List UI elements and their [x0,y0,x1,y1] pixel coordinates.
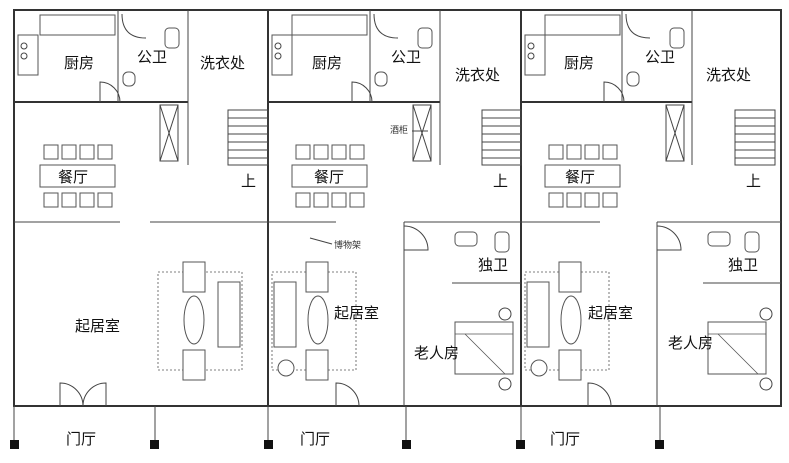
public-bath-label: 公卫 [645,48,675,66]
entrance-label: 门厅 [66,430,96,448]
room-labels: 厨房 公卫 洗衣处 餐厅 上 起居室 门厅 厨房 公卫 洗衣处 餐厅 上 起居室… [58,48,761,448]
private-bath-label: 独卫 [478,256,508,274]
cabinets [159,104,685,162]
walls [10,9,782,449]
elder-room-label: 老人房 [414,344,459,362]
stair-up-label: 上 [746,172,761,190]
bath-fixtures [121,13,760,253]
dining-label: 餐厅 [58,168,88,186]
laundry-label: 洗衣处 [706,66,751,84]
living-label: 起居室 [75,317,120,335]
stair-up-label: 上 [493,172,508,190]
stair-up-label: 上 [241,172,256,190]
laundry-label: 洗衣处 [200,54,245,72]
kitchen-label: 厨房 [564,54,594,72]
display-shelf-label: 博物架 [334,239,361,251]
elder-room-label: 老人房 [668,334,713,352]
entrance-label: 门厅 [300,430,330,448]
dining-label: 餐厅 [314,168,344,186]
wine-cabinet-label: 酒柜 [390,124,408,136]
laundry-label: 洗衣处 [455,66,500,84]
kitchen-label: 厨房 [64,54,94,72]
entrance-label: 门厅 [550,430,580,448]
kitchen-fixtures [17,14,621,76]
beds [454,307,773,391]
doors [59,81,682,407]
private-bath-label: 独卫 [728,256,758,274]
display-shelf-leader [309,237,333,245]
public-bath-label: 公卫 [137,48,167,66]
living-label: 起居室 [588,304,633,322]
staircases [227,109,776,166]
dining-tables [39,144,621,208]
living-label: 起居室 [334,304,379,322]
kitchen-label: 厨房 [312,54,342,72]
public-bath-label: 公卫 [391,48,421,66]
dining-label: 餐厅 [565,168,595,186]
sofa-sets [157,261,610,381]
